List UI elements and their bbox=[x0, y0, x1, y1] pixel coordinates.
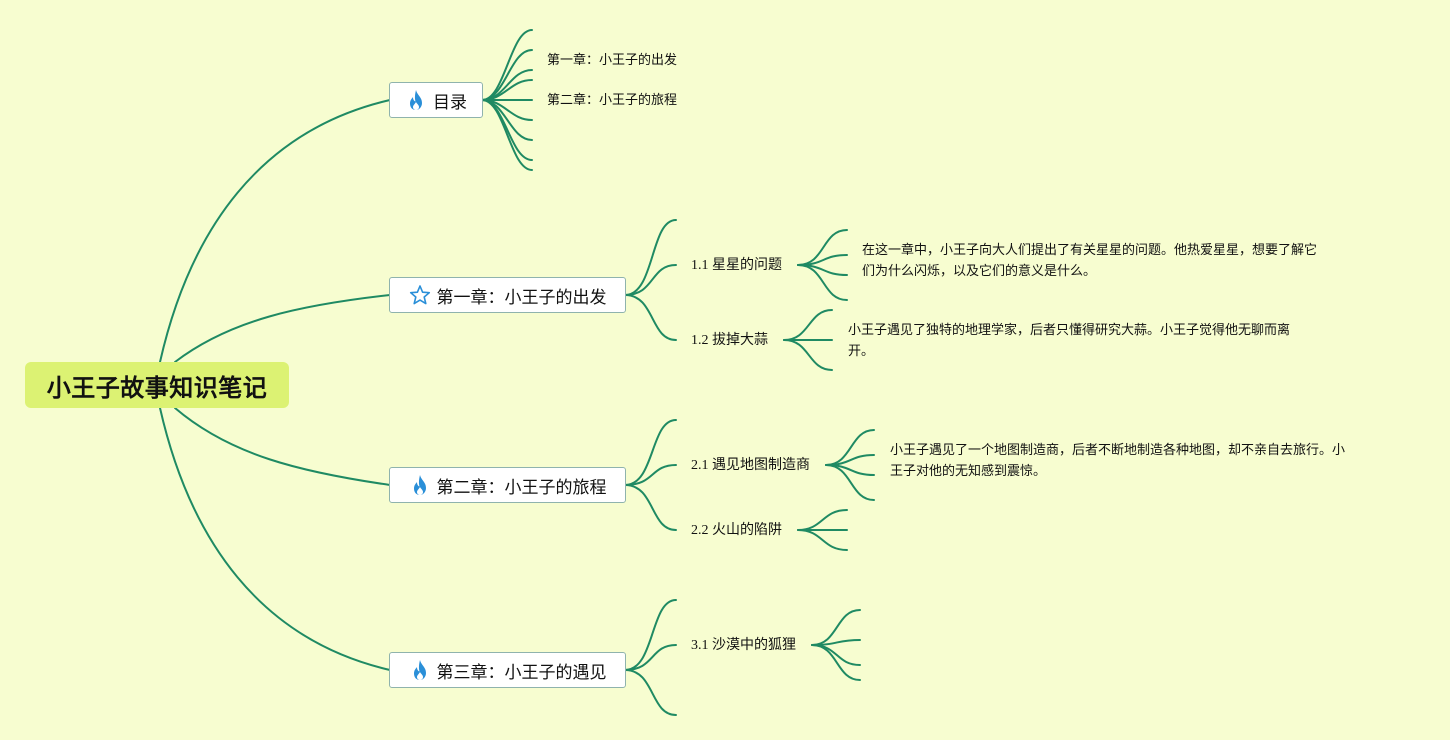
link-root-ch1 bbox=[174, 294, 391, 363]
note-1-1[interactable]: 在这一章中，小王子向大人们提出了有关星星的问题。他热爱星星，想要了解它 们为什么… bbox=[862, 240, 1317, 282]
topic-chapter-3[interactable]: 第三章：小王子的遇见 bbox=[389, 652, 626, 688]
link-root-toc bbox=[159, 99, 391, 363]
toc-item-chapter-2[interactable]: 第二章：小王子的旅程 bbox=[547, 93, 678, 108]
link-ch3-1 bbox=[624, 599, 677, 671]
note-2-1-line-1: 小王子遇见了一个地图制造商，后者不断地制造各种地图，却不亲自去旅行。小 bbox=[890, 443, 1346, 458]
subtopic-2-1[interactable]: 2.1 遇见地图制造商 bbox=[691, 458, 810, 473]
subtopic-1-2[interactable]: 1.2 拔掉大蒜 bbox=[691, 333, 768, 348]
link-s21-4 bbox=[825, 464, 875, 501]
subtopic-1-1[interactable]: 1.1 星星的问题 bbox=[691, 258, 782, 273]
link-s12-3 bbox=[783, 339, 833, 371]
link-ch2-2 bbox=[624, 464, 677, 486]
link-s11-4 bbox=[797, 264, 848, 301]
link-toc-2 bbox=[481, 49, 533, 101]
link-toc-9 bbox=[481, 99, 533, 171]
link-s31-4 bbox=[811, 644, 861, 681]
note-2-1-line-2: 王子对他的无知感到震惊。 bbox=[890, 464, 1047, 479]
link-ch1-1 bbox=[624, 219, 677, 296]
root-topic-label: 小王子故事知识笔记 bbox=[46, 373, 268, 402]
link-s31-2 bbox=[811, 639, 861, 646]
note-1-2-line-2: 开。 bbox=[848, 344, 875, 359]
link-root-ch2 bbox=[174, 407, 391, 486]
link-ch3-3 bbox=[624, 669, 677, 716]
topic-chapter-2-label: 第二章：小王子的旅程 bbox=[436, 477, 607, 498]
toc-item-chapter-1[interactable]: 第一章：小王子的出发 bbox=[547, 53, 678, 68]
fire-icon bbox=[405, 89, 427, 111]
fire-icon bbox=[409, 659, 431, 681]
link-s12-1 bbox=[783, 309, 833, 341]
subtopic-3-1[interactable]: 3.1 沙漠中的狐狸 bbox=[691, 638, 796, 653]
topic-chapter-1-label: 第一章：小王子的出发 bbox=[436, 287, 607, 308]
note-1-1-line-2: 们为什么闪烁，以及它们的意义是什么。 bbox=[862, 264, 1097, 279]
topic-chapter-1[interactable]: 第一章：小王子的出发 bbox=[389, 277, 626, 313]
note-1-1-line-1: 在这一章中，小王子向大人们提出了有关星星的问题。他热爱星星，想要了解它 bbox=[862, 243, 1318, 258]
topic-chapter-2[interactable]: 第二章：小王子的旅程 bbox=[389, 467, 626, 503]
note-1-2[interactable]: 小王子遇见了独特的地理学家，后者只懂得研究大蒜。小王子觉得他无聊而离 开。 bbox=[848, 320, 1290, 362]
link-root-ch3 bbox=[159, 407, 391, 671]
note-2-1[interactable]: 小王子遇见了一个地图制造商，后者不断地制造各种地图，却不亲自去旅行。小 王子对他… bbox=[890, 440, 1345, 482]
fire-icon bbox=[409, 474, 431, 496]
topic-toc-label: 目录 bbox=[433, 92, 467, 113]
link-ch2-3 bbox=[624, 484, 677, 531]
link-ch3-2 bbox=[624, 644, 677, 671]
star-icon bbox=[409, 284, 431, 306]
note-1-2-line-1: 小王子遇见了独特的地理学家，后者只懂得研究大蒜。小王子觉得他无聊而离 bbox=[848, 323, 1291, 338]
link-ch1-3 bbox=[624, 294, 677, 341]
root-topic[interactable]: 小王子故事知识笔记 bbox=[25, 362, 289, 408]
subtopic-2-2[interactable]: 2.2 火山的陷阱 bbox=[691, 523, 782, 538]
link-ch1-2 bbox=[624, 264, 677, 296]
link-s22-3 bbox=[797, 529, 848, 551]
topic-chapter-3-label: 第三章：小王子的遇见 bbox=[436, 662, 607, 683]
topic-toc[interactable]: 目录 bbox=[389, 82, 483, 118]
link-s22-1 bbox=[797, 509, 848, 531]
link-ch2-1 bbox=[624, 419, 677, 486]
